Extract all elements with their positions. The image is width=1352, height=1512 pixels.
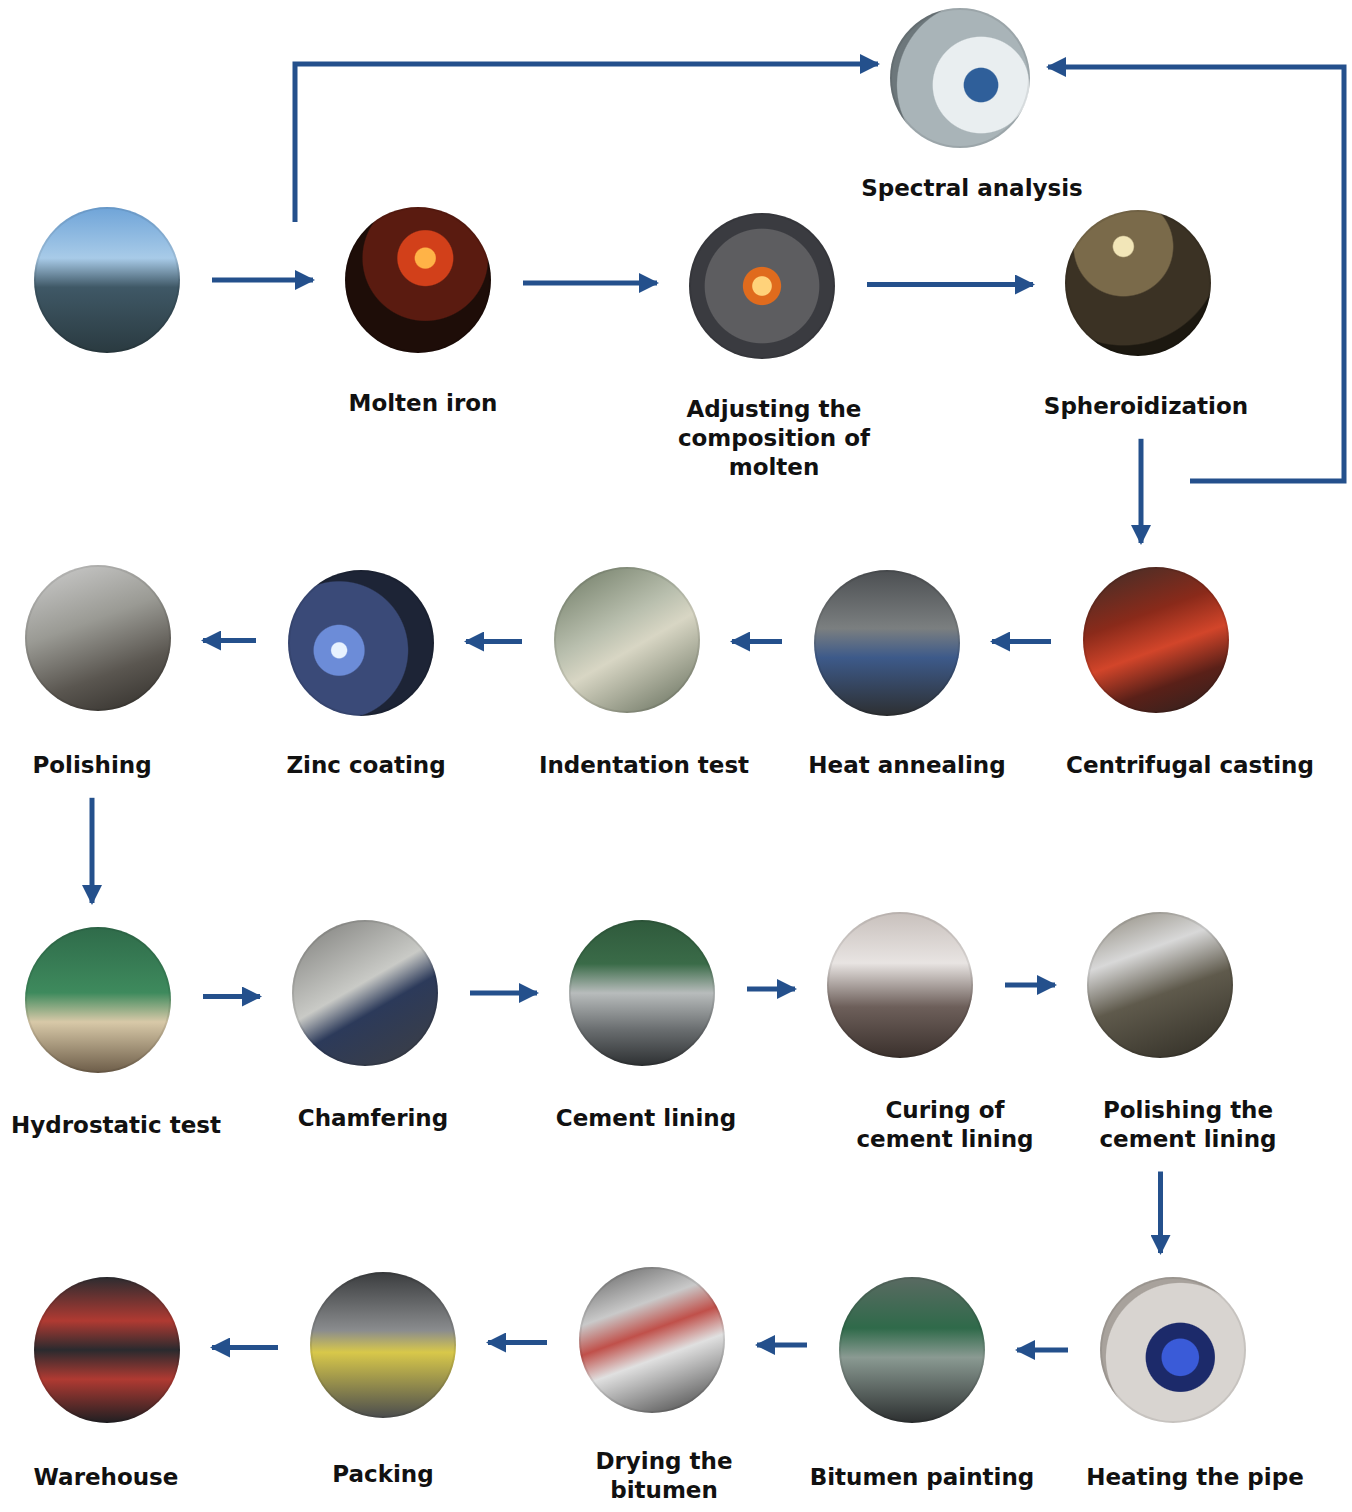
flow-arrow: [203, 994, 260, 999]
flow-arrow: [466, 639, 522, 644]
flow-arrow: [1017, 1348, 1068, 1353]
process-photo-circle: [34, 207, 180, 353]
flow-arrow: [992, 639, 1051, 644]
flow-arrow: [1139, 439, 1144, 543]
step-label: Warehouse: [6, 1463, 206, 1492]
process-photo-circle: Polishing: [25, 565, 171, 711]
step-label: Packing: [283, 1460, 483, 1489]
flow-arrow: [470, 991, 537, 996]
step-label: Spectral analysis: [832, 174, 1112, 203]
step-label: Heat annealing: [777, 751, 1037, 780]
step-label: Curing of cement lining: [840, 1096, 1050, 1154]
process-photo-circle: Bitumen painting: [839, 1277, 985, 1423]
flow-arrow: [295, 64, 878, 222]
process-photo-circle: Molten iron: [345, 207, 491, 353]
step-label: Cement lining: [526, 1104, 766, 1133]
flow-arrow: [90, 798, 95, 903]
flow-arrow: [747, 987, 795, 992]
step-label: Indentation test: [514, 751, 774, 780]
step-label: Chamfering: [263, 1104, 483, 1133]
step-label: Heating the pipe: [1065, 1463, 1325, 1492]
step-label: Spheroidization: [1006, 392, 1286, 421]
process-photo-circle: Centrifugal casting: [1083, 567, 1229, 713]
process-photo-circle: Polishing the cement lining: [1087, 912, 1233, 1058]
step-label: Adjusting the composition of molten: [674, 395, 874, 481]
process-photo-circle: Curing of cement lining: [827, 912, 973, 1058]
flow-arrow: [523, 281, 657, 286]
step-label: Zinc coating: [246, 751, 486, 780]
flow-arrow: [203, 638, 256, 643]
step-label: Polishing: [0, 751, 192, 780]
flow-arrow: [212, 278, 313, 283]
process-photo-circle: Warehouse: [34, 1277, 180, 1423]
flow-arrow: [732, 639, 782, 644]
step-label: Molten iron: [303, 389, 543, 418]
process-photo-circle: Cement lining: [569, 920, 715, 1066]
process-photo-circle: Chamfering: [292, 920, 438, 1066]
step-label: Polishing the cement lining: [1083, 1096, 1293, 1154]
step-label: Hydrostatic test: [0, 1111, 246, 1140]
process-photo-circle: Zinc coating: [288, 570, 434, 716]
process-photo-circle: Indentation test: [554, 567, 700, 713]
process-photo-circle: Spheroidization: [1065, 210, 1211, 356]
process-photo-circle: Heating the pipe: [1100, 1277, 1246, 1423]
process-photo-circle: Drying the bitumen: [579, 1267, 725, 1413]
flow-arrow: [867, 282, 1033, 287]
process-photo-circle: Adjusting the composition of molten: [689, 213, 835, 359]
process-photo-circle: Spectral analysis: [890, 8, 1030, 148]
flow-arrow: [488, 1340, 547, 1345]
step-label: Centrifugal casting: [1040, 751, 1340, 780]
process-photo-circle: Hydrostatic test: [25, 927, 171, 1073]
process-photo-circle: Heat annealing: [814, 570, 960, 716]
process-photo-circle: Packing: [310, 1272, 456, 1418]
flow-arrow: [757, 1343, 807, 1348]
step-label: Drying the bitumen: [574, 1447, 754, 1505]
flow-arrow: [1005, 983, 1055, 988]
flow-arrow: [212, 1345, 278, 1350]
flow-arrow: [1158, 1172, 1163, 1254]
step-label: Bitumen painting: [782, 1463, 1062, 1492]
